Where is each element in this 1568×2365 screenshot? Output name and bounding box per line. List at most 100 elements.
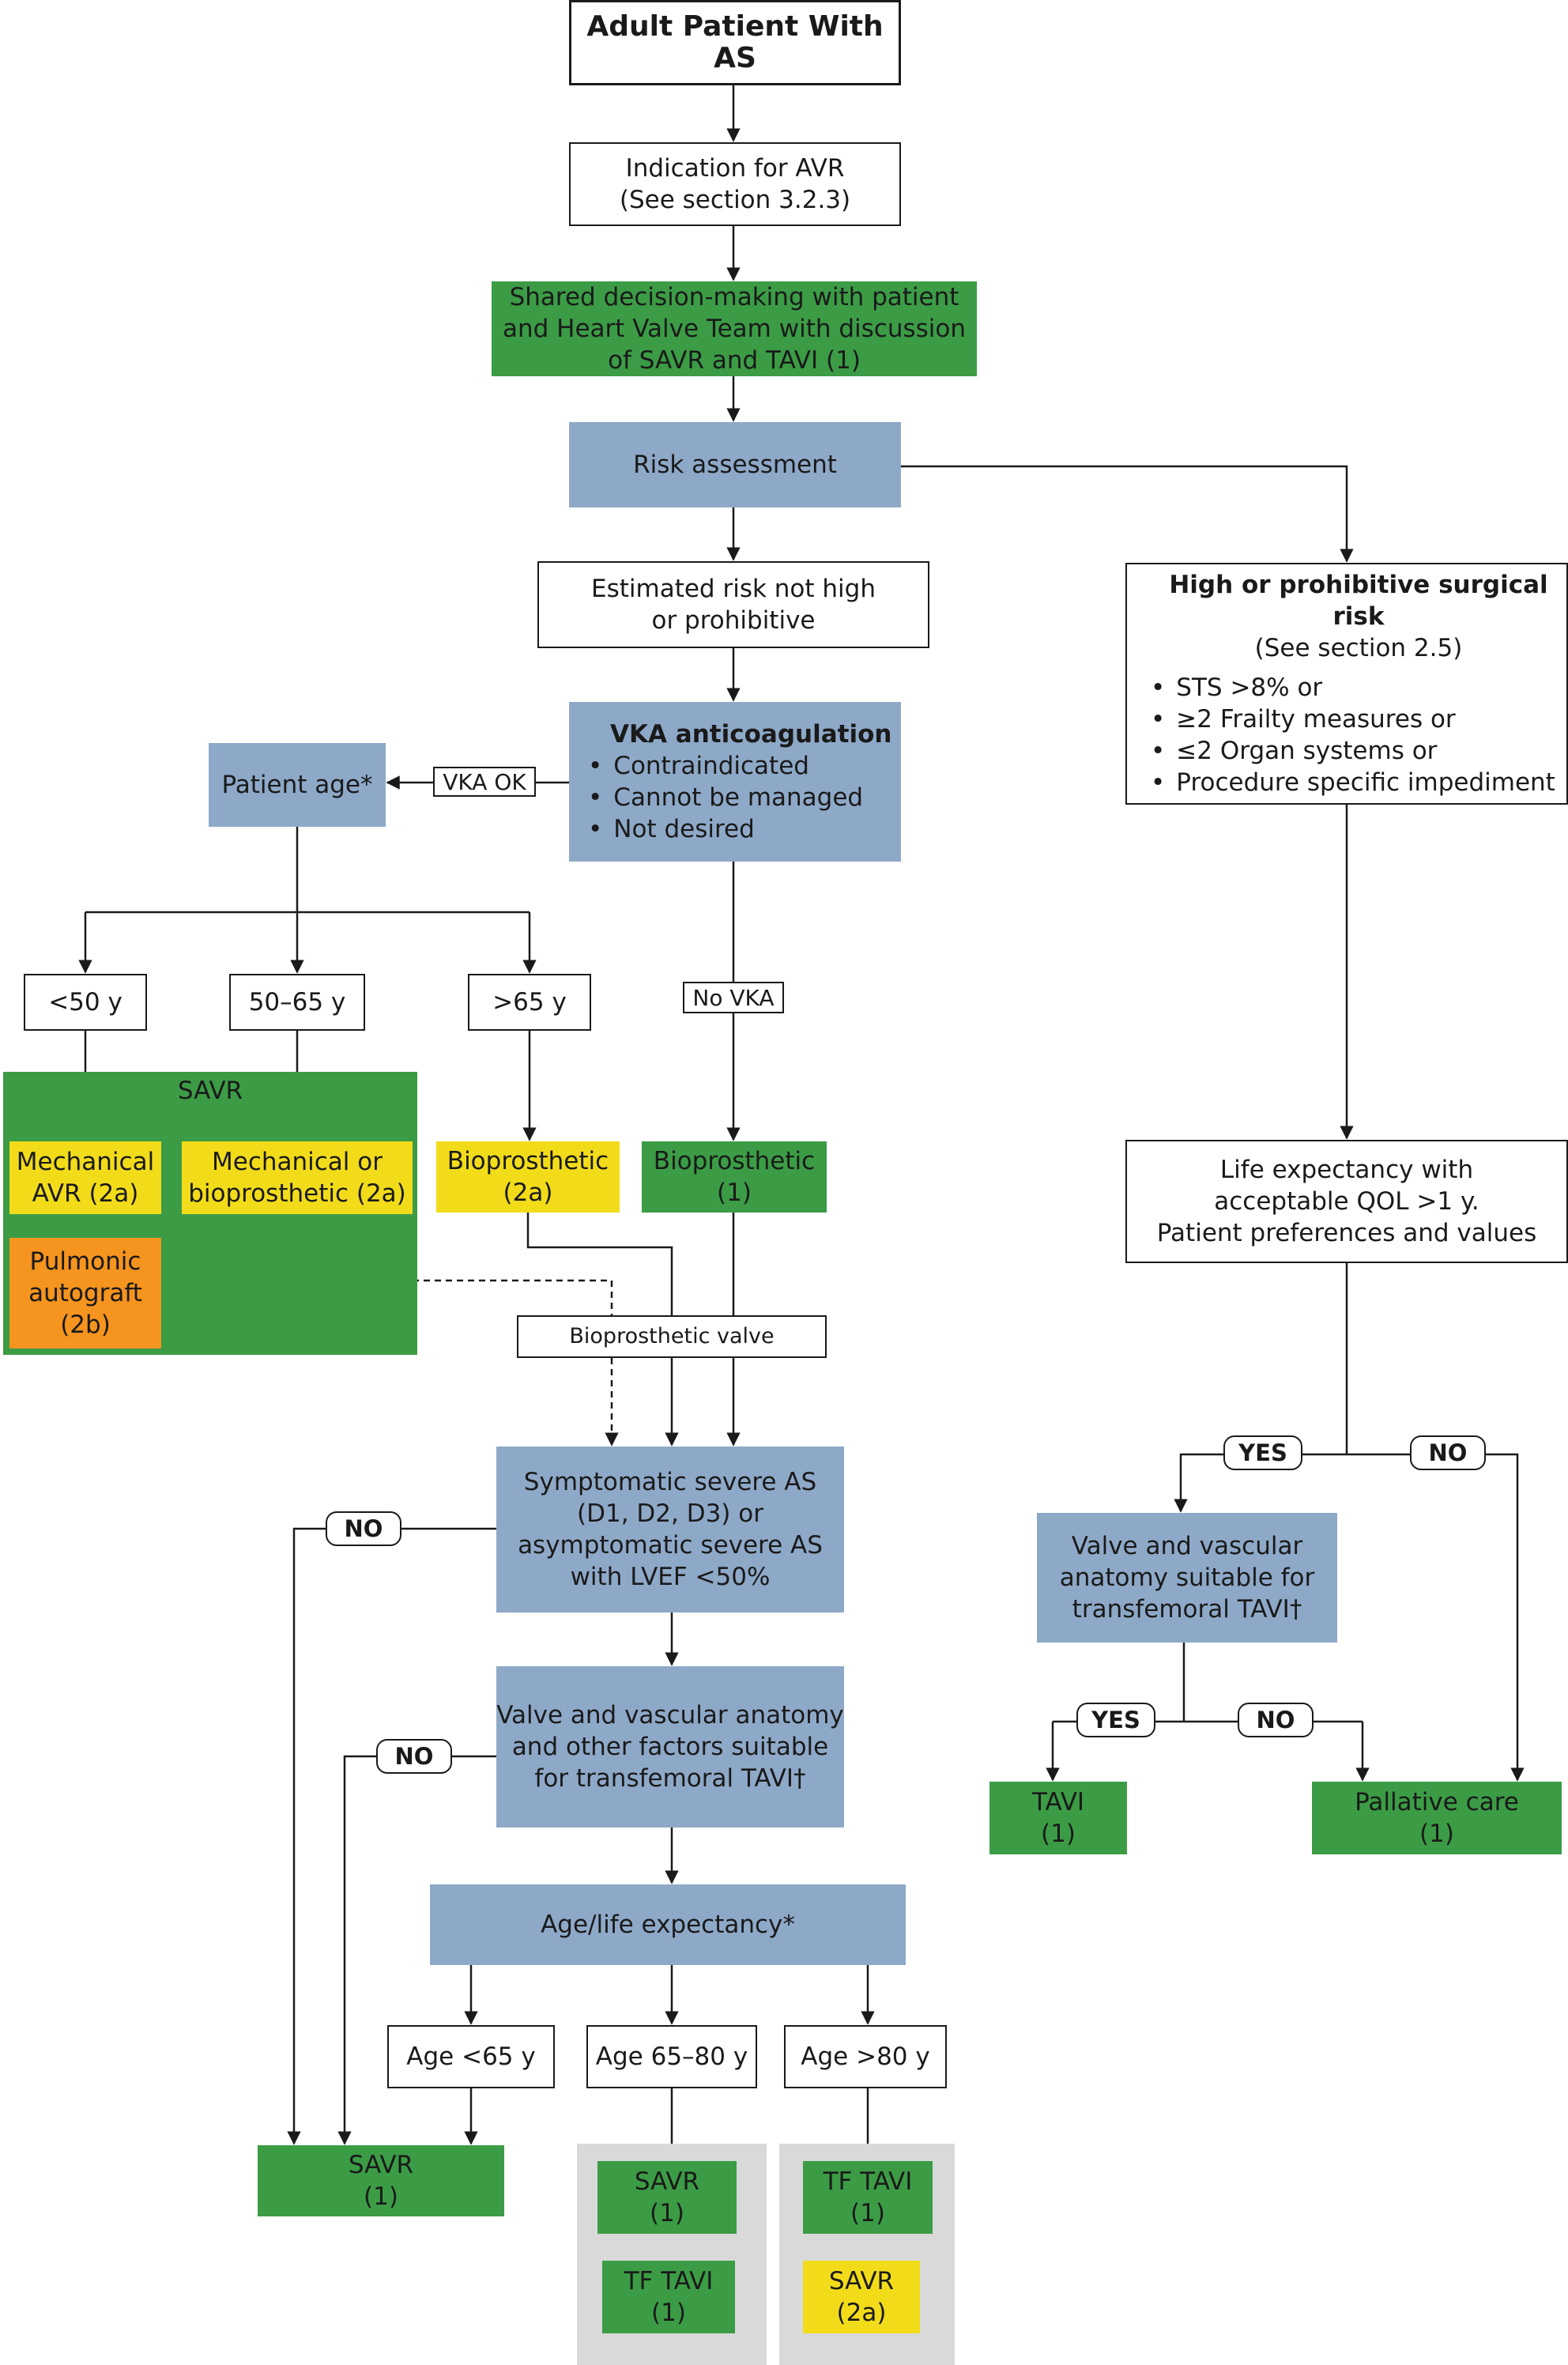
high-risk-title: High or prohibitive surgical risk bbox=[1169, 571, 1548, 631]
palliative-line1: Pallative care bbox=[1355, 1788, 1519, 1816]
mech-or-bio-line1: Mechanical or bbox=[212, 1148, 383, 1176]
life-exp-line2: acceptable QOL >1 y. bbox=[1214, 1187, 1479, 1216]
bio-1-line2: (1) bbox=[717, 1179, 752, 1207]
symptomatic-line4: with LVEF <50% bbox=[570, 1563, 771, 1591]
age-under-50-text: <50 y bbox=[48, 988, 122, 1017]
bioprosthetic-2a-box: Bioprosthetic (2a) bbox=[436, 1141, 620, 1213]
title-text: Adult Patient With AS bbox=[586, 10, 884, 74]
risk-not-high-box: Estimated risk not high or prohibitive bbox=[537, 561, 929, 648]
age-over-80-text: Age >80 y bbox=[801, 2042, 930, 2071]
age-65-80-box: Age 65–80 y bbox=[586, 2025, 757, 2088]
vka-ok-label: VKA OK bbox=[433, 767, 536, 797]
bio-2a-line1: Bioprosthetic bbox=[447, 1147, 609, 1175]
anatomy-right-line2: anatomy suitable for bbox=[1059, 1563, 1315, 1592]
yes-label-anatomy: YES bbox=[1076, 1703, 1155, 1737]
old-tftavi-box: TF TAVI (1) bbox=[803, 2161, 933, 2234]
bioprosthetic-valve-box: Bioprosthetic valve bbox=[517, 1315, 827, 1358]
risk-assessment-text: Risk assessment bbox=[633, 451, 837, 479]
no-label-anatomy: NO bbox=[376, 1739, 452, 1774]
vka-box: VKA anticoagulation Contraindicated Cann… bbox=[569, 702, 901, 862]
age-50-65-text: 50–65 y bbox=[248, 988, 346, 1017]
savr-1-line1: SAVR bbox=[348, 2151, 414, 2179]
anatomy-right-line3: transfemoral TAVI† bbox=[1072, 1595, 1302, 1624]
high-risk-subtitle: (See section 2.5) bbox=[1254, 634, 1463, 662]
shared-line3: of SAVR and TAVI (1) bbox=[608, 346, 861, 375]
age-65-80-text: Age 65–80 y bbox=[595, 2042, 748, 2071]
high-risk-box: High or prohibitive surgical risk (See s… bbox=[1125, 563, 1568, 805]
pulmonic-line1: Pulmonic bbox=[29, 1247, 141, 1276]
shared-line1: Shared decision-making with patient bbox=[509, 283, 959, 311]
anatomy-left-line2: and other factors suitable bbox=[511, 1733, 829, 1761]
risk-assessment-box: Risk assessment bbox=[569, 422, 901, 507]
no-vka-text: No VKA bbox=[692, 984, 775, 1011]
palliative-line2: (1) bbox=[1419, 1820, 1454, 1848]
tavi-line1: TAVI bbox=[1031, 1788, 1085, 1816]
tavi-box: TAVI (1) bbox=[989, 1782, 1127, 1854]
bio-2a-line2: (2a) bbox=[503, 1179, 553, 1207]
yes-text: YES bbox=[1091, 1707, 1140, 1733]
mid-tftavi-line1: TF TAVI bbox=[624, 2267, 714, 2295]
old-savr-line2: (2a) bbox=[836, 2299, 887, 2327]
age-under-50-box: <50 y bbox=[24, 974, 147, 1031]
age-life-expectancy-box: Age/life expectancy* bbox=[430, 1884, 906, 1965]
high-risk-item: STS >8% or bbox=[1151, 672, 1555, 703]
symptomatic-line3: asymptomatic severe AS bbox=[518, 1531, 823, 1560]
life-expectancy-box: Life expectancy with acceptable QOL >1 y… bbox=[1125, 1140, 1568, 1263]
age-under-65-text: Age <65 y bbox=[406, 2042, 536, 2071]
vka-title: VKA anticoagulation bbox=[610, 720, 892, 749]
mid-savr-box: SAVR (1) bbox=[597, 2161, 737, 2234]
indication-line1: Indication for AVR bbox=[625, 154, 845, 183]
high-risk-item: Procedure specific impediment bbox=[1151, 767, 1555, 798]
savr-1-box: SAVR (1) bbox=[258, 2145, 504, 2216]
bio-valve-text: Bioprosthetic valve bbox=[569, 1324, 775, 1348]
age-under-65-box: Age <65 y bbox=[387, 2025, 555, 2088]
symptomatic-line1: Symptomatic severe AS bbox=[523, 1468, 817, 1496]
old-savr-line1: SAVR bbox=[828, 2267, 895, 2295]
no-label-anatomy-right: NO bbox=[1238, 1703, 1314, 1737]
shared-line2: and Heart Valve Team with discussion bbox=[502, 315, 967, 343]
bioprosthetic-1-box: Bioprosthetic (1) bbox=[642, 1141, 827, 1213]
high-risk-list: STS >8% or ≥2 Frailty measures or ≤2 Org… bbox=[1151, 672, 1555, 798]
no-text: NO bbox=[1428, 1439, 1468, 1466]
title-box: Adult Patient With AS bbox=[569, 0, 901, 85]
symptomatic-box: Symptomatic severe AS (D1, D2, D3) or as… bbox=[496, 1447, 844, 1612]
indication-line2: (See section 3.2.3) bbox=[619, 186, 851, 214]
age-over-80-box: Age >80 y bbox=[784, 2025, 947, 2088]
yes-text: YES bbox=[1238, 1439, 1287, 1466]
life-exp-line3: Patient preferences and values bbox=[1156, 1219, 1537, 1247]
vka-item: Not desired bbox=[588, 813, 863, 845]
tavi-line2: (1) bbox=[1041, 1820, 1076, 1848]
no-text: NO bbox=[1256, 1707, 1295, 1733]
patient-age-box: Patient age* bbox=[209, 743, 386, 827]
pulmonic-line2: autograft bbox=[28, 1279, 142, 1307]
mid-savr-line1: SAVR bbox=[634, 2167, 700, 2196]
mech-avr-line2: AVR (2a) bbox=[32, 1179, 139, 1208]
savr-group-label: SAVR bbox=[177, 1077, 243, 1105]
vka-item: Cannot be managed bbox=[588, 782, 863, 813]
old-tftavi-line1: TF TAVI bbox=[823, 2167, 913, 2196]
not-high-line1: Estimated risk not high bbox=[591, 575, 876, 603]
high-risk-item: ≤2 Organ systems or bbox=[1151, 735, 1555, 767]
anatomy-left-line1: Valve and vascular anatomy bbox=[496, 1701, 844, 1729]
symptomatic-line2: (D1, D2, D3) or bbox=[577, 1499, 763, 1528]
patient-age-text: Patient age* bbox=[221, 771, 373, 799]
bio-1-line1: Bioprosthetic bbox=[653, 1147, 816, 1175]
anatomy-left-box: Valve and vascular anatomy and other fac… bbox=[496, 1666, 844, 1828]
not-high-line2: or prohibitive bbox=[651, 606, 816, 635]
no-text: NO bbox=[394, 1743, 434, 1770]
old-tftavi-line2: (1) bbox=[850, 2199, 885, 2227]
mech-avr-line1: Mechanical bbox=[16, 1148, 155, 1176]
high-risk-item: ≥2 Frailty measures or bbox=[1151, 703, 1555, 735]
mid-tftavi-line2: (1) bbox=[651, 2299, 686, 2327]
vka-item: Contraindicated bbox=[588, 750, 863, 782]
mechanical-avr-box: Mechanical AVR (2a) bbox=[9, 1141, 161, 1214]
no-label-symptomatic: NO bbox=[326, 1511, 401, 1546]
pulmonic-autograft-box: Pulmonic autograft (2b) bbox=[9, 1238, 161, 1348]
yes-label-life: YES bbox=[1223, 1435, 1302, 1470]
age-50-65-box: 50–65 y bbox=[229, 974, 365, 1031]
age-life-text: Age/life expectancy* bbox=[541, 1910, 795, 1939]
life-exp-line1: Life expectancy with bbox=[1219, 1156, 1474, 1184]
age-over-65-box: >65 y bbox=[468, 974, 591, 1031]
old-savr-box: SAVR (2a) bbox=[803, 2261, 920, 2333]
vka-list: Contraindicated Cannot be managed Not de… bbox=[588, 750, 863, 845]
